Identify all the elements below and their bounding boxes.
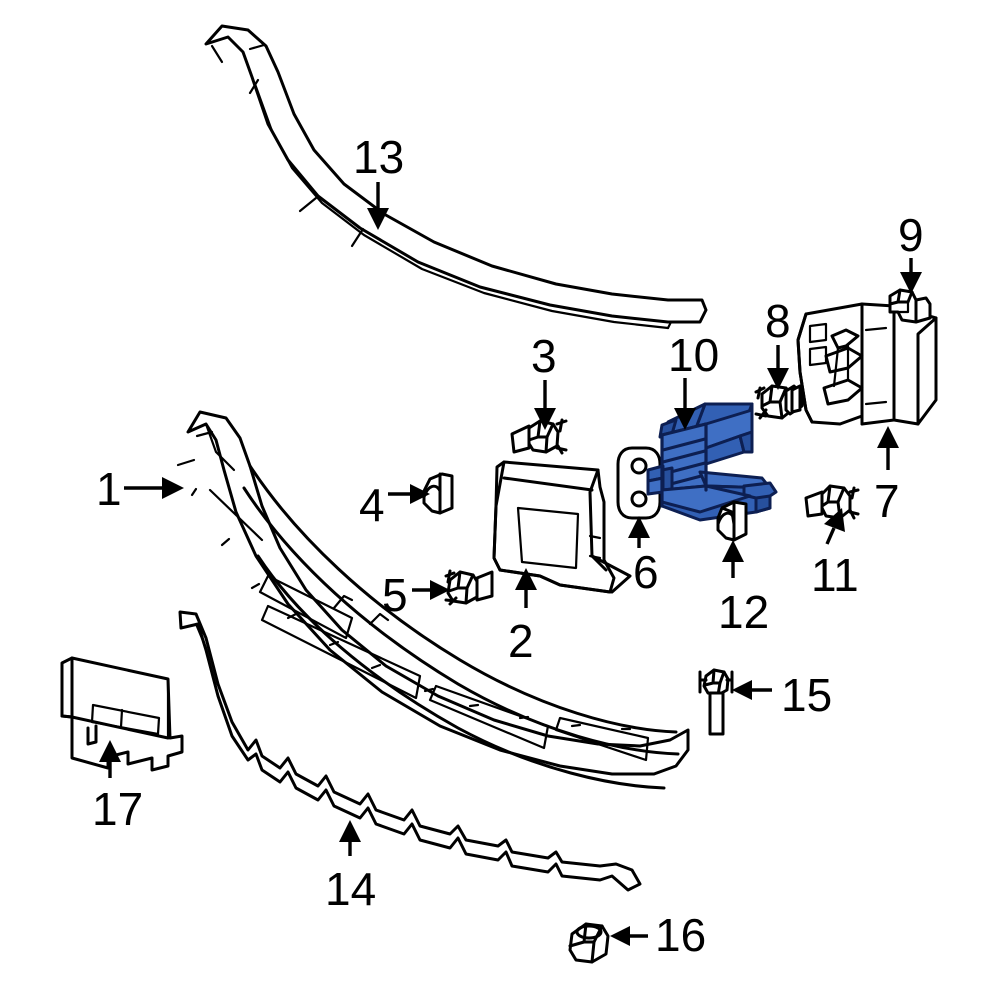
arrow-to-part-3 xyxy=(534,380,556,430)
callout-label-12[interactable]: 12 xyxy=(718,586,770,638)
arrow-to-part-1 xyxy=(124,477,184,499)
part-hex-flange-bolt-8[interactable] xyxy=(754,384,804,420)
arrow-to-part-14 xyxy=(339,820,361,856)
arrow-to-part-6 xyxy=(628,516,650,548)
callout-label-8[interactable]: 8 xyxy=(765,295,791,347)
arrow-to-part-12 xyxy=(722,540,744,578)
callout-label-13[interactable]: 13 xyxy=(353,131,405,183)
callout-label-14[interactable]: 14 xyxy=(325,863,377,915)
arrow-to-part-15 xyxy=(732,680,772,700)
part-bumper-mounting-bracket-7[interactable] xyxy=(796,302,938,426)
arrow-to-part-17 xyxy=(99,740,121,778)
part-hex-nut-16[interactable] xyxy=(568,922,610,964)
arrow-to-part-8 xyxy=(767,345,789,390)
callout-label-1[interactable]: 1 xyxy=(96,463,122,515)
arrow-to-part-7 xyxy=(877,426,899,470)
part-hex-flange-bolt-11[interactable] xyxy=(804,484,860,520)
part-clip-nut-9[interactable] xyxy=(888,288,932,324)
arrow-to-part-13 xyxy=(367,182,389,230)
callout-label-17[interactable]: 17 xyxy=(92,783,144,835)
part-retainer-clip-12[interactable] xyxy=(716,500,748,542)
arrow-to-part-5 xyxy=(412,580,450,600)
callout-label-6[interactable]: 6 xyxy=(633,546,659,598)
arrow-to-part-2 xyxy=(515,568,537,608)
callout-label-11[interactable]: 11 xyxy=(811,549,859,601)
callout-label-16[interactable]: 16 xyxy=(655,909,707,961)
callout-label-4[interactable]: 4 xyxy=(359,479,385,531)
callout-arrows xyxy=(99,182,922,946)
part-hex-flange-bolt-3[interactable] xyxy=(510,418,568,455)
arrow-to-part-16 xyxy=(610,926,648,946)
part-lower-valance-14[interactable] xyxy=(178,610,642,892)
part-hex-flange-bolt-5[interactable] xyxy=(444,569,494,606)
part-license-plate-bracket[interactable] xyxy=(492,460,632,594)
arrow-to-part-4 xyxy=(388,484,430,504)
arrow-to-part-10 xyxy=(674,378,696,430)
part-front-bumper-face-bar[interactable] xyxy=(176,410,690,790)
arrow-to-part-9 xyxy=(900,258,922,294)
part-tow-hook-cover-17[interactable] xyxy=(60,656,184,772)
part-hex-bolt-15[interactable] xyxy=(698,668,734,736)
callout-label-9[interactable]: 9 xyxy=(898,209,924,261)
callout-label-15[interactable]: 15 xyxy=(781,669,833,721)
part-spacer-plate-6[interactable] xyxy=(616,446,662,520)
part-upper-bumper-cover-13[interactable] xyxy=(204,24,708,330)
arrow-to-part-11 xyxy=(824,508,845,545)
callout-label-2[interactable]: 2 xyxy=(508,615,534,667)
callout-label-7[interactable]: 7 xyxy=(874,475,900,527)
part-bumper-bracket-reinforcement-10[interactable] xyxy=(646,402,778,522)
callout-label-3[interactable]: 3 xyxy=(531,330,557,382)
callout-label-5[interactable]: 5 xyxy=(382,569,408,621)
callout-label-10[interactable]: 10 xyxy=(668,329,720,381)
